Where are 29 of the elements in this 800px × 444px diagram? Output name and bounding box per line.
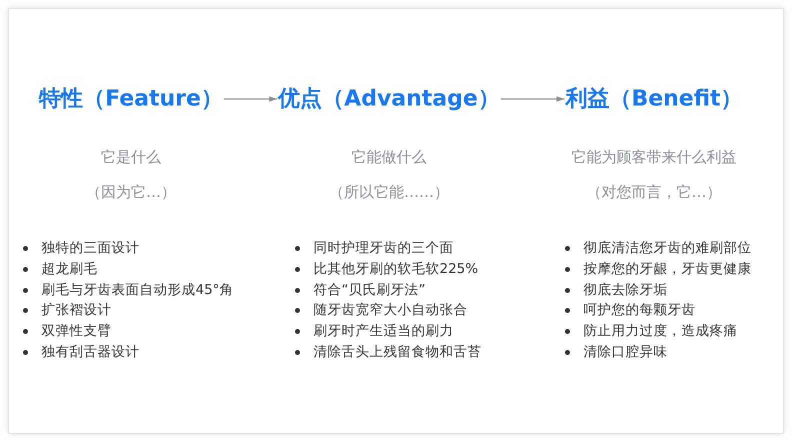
bullet-item: 独特的三面设计 xyxy=(22,239,140,258)
bullet-item: 按摩您的牙龈，牙齿更健康 xyxy=(564,260,752,279)
bullet-item: 彻底去除牙垢 xyxy=(564,280,668,300)
bullet-item: 随牙齿宽窄大小自动张合 xyxy=(294,301,468,320)
bullet-item: 同时护理牙齿的三个面 xyxy=(294,239,454,258)
subtitle: （对您而言，它…） xyxy=(586,183,722,201)
bullet-item: 扩张褶设计 xyxy=(22,301,112,320)
bullet-item: 呵护您的每颗牙齿 xyxy=(564,301,696,320)
subtitle: （所以它能……） xyxy=(329,183,449,201)
bullet-item: 清除舌头上残留食物和舌苔 xyxy=(294,343,482,362)
heading: 特性（Feature） xyxy=(39,86,223,112)
bullet-item: 双弹性支臂 xyxy=(22,322,112,342)
bullet-item: 彻底清洁您牙齿的难刷部位 xyxy=(564,239,752,258)
bullet-item: 清除口腔异味 xyxy=(564,343,668,362)
bullet-item: 防止用力过度，造成疼痛 xyxy=(564,322,738,342)
bullet-item: 超龙刷毛 xyxy=(22,260,98,279)
bullet-item: 比其他牙刷的软毛软225% xyxy=(294,260,478,279)
subtitle: 它能做什么 xyxy=(352,148,426,166)
heading: 优点（Advantage） xyxy=(278,86,500,112)
heading: 利益（Benefit） xyxy=(565,86,743,112)
arrow xyxy=(224,96,278,102)
subtitle: 它能为顾客带来什么利益 xyxy=(572,148,736,166)
bullet-item: 刷毛与牙齿表面自动形成45°角 xyxy=(22,280,234,300)
bullet-item: 符合“贝氏刷牙法” xyxy=(294,280,426,300)
bullet-item: 刷牙时产生适当的刷力 xyxy=(294,322,454,342)
subtitle: （因为它…） xyxy=(86,183,176,201)
subtitle: 它是什么 xyxy=(101,148,161,166)
bullet-item: 独有刮舌器设计 xyxy=(22,343,140,362)
arrow xyxy=(500,96,564,102)
